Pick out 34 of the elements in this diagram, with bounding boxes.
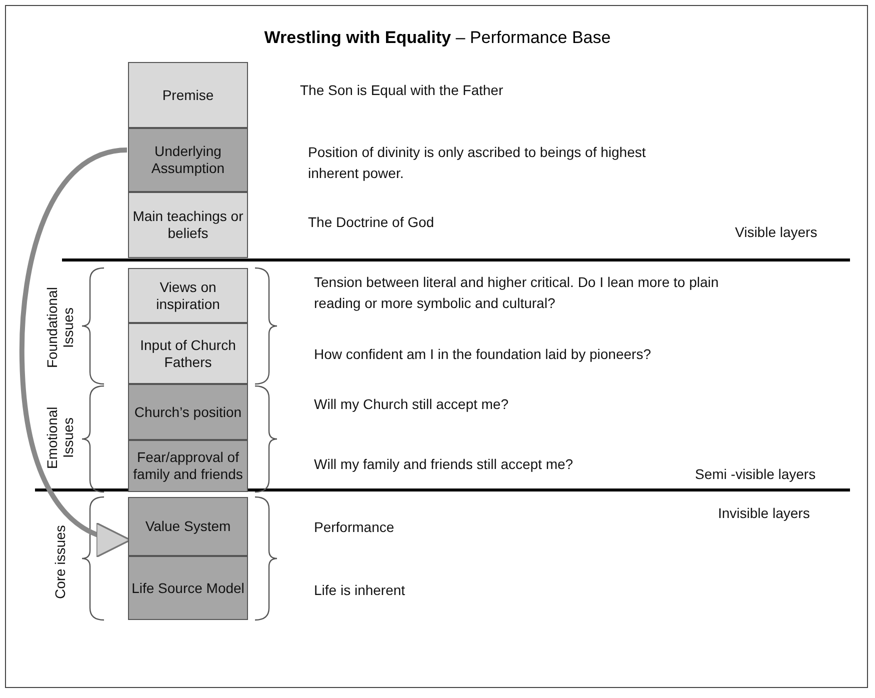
layer-box	[128, 497, 248, 556]
layer-box	[128, 323, 248, 384]
layer-label: Value System	[145, 518, 231, 535]
layer-box	[128, 268, 248, 323]
layer-box	[128, 128, 248, 192]
layer-box	[128, 192, 248, 258]
description-text: Performance	[314, 518, 394, 537]
issue-group-label: Foundational Issues	[44, 286, 76, 370]
layer-label: Life Source Model	[132, 580, 244, 596]
layer-group-label: Invisible layers	[718, 505, 810, 521]
description-text: How confident am I in the foundation laid by pioneers?	[314, 345, 651, 364]
description-text: The Son is Equal with the Father	[300, 81, 504, 100]
layer-box	[128, 62, 248, 128]
description-text: The Doctrine of God	[308, 213, 434, 232]
description-text: Tension between literal and higher critical. Do I lean more to plain reading or more symbolic and cultural?	[314, 273, 720, 313]
issue-group-label: Emotional Issues	[44, 406, 76, 472]
layer-box	[128, 556, 248, 620]
issue-group-label: Core issues	[52, 524, 69, 601]
layer-group-label: Semi -visible layers	[695, 466, 816, 482]
title: Wrestling with Equality – Performance Base	[263, 28, 612, 48]
layer-group-label: Visible layers	[735, 224, 818, 240]
layer-box	[128, 440, 248, 492]
description-text: Will my family and friends still accept me?	[314, 455, 574, 474]
layer-label: Main teachings or beliefs	[132, 208, 244, 242]
layer-label: Input of Church Fathers	[139, 336, 237, 370]
description-text: Will my Church still accept me?	[314, 395, 508, 414]
layer-label: Underlying Assumption	[150, 143, 226, 177]
layer-label: Views on inspiration	[155, 278, 221, 312]
layer-label: Church’s position	[134, 404, 242, 420]
layer-label: Premise	[162, 86, 214, 104]
description-text: Life is inherent	[314, 581, 406, 600]
layer-label: Fear/approval of family and friends	[132, 449, 244, 483]
description-text: Position of divinity is only ascribed to beings of highest inherent power.	[308, 143, 647, 183]
layer-box	[128, 384, 248, 440]
